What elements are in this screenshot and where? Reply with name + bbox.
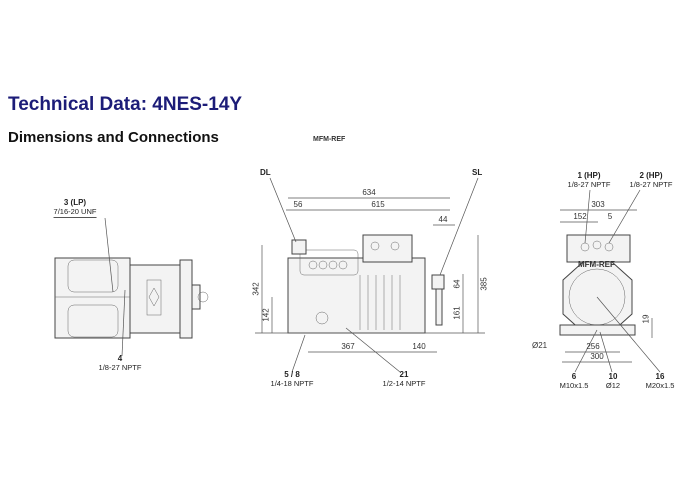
dim-19: 19: [641, 314, 651, 324]
connection-21-spec: 1/2-14 NPTF: [382, 379, 426, 388]
connection-6-spec: M10x1.5: [559, 381, 589, 390]
connection-2-label: 2 (HP)1/8-27 NPTF: [630, 171, 673, 189]
top-view-drawing: [54, 217, 209, 357]
connection-6-id: 6: [571, 372, 577, 381]
dim-152: 152: [573, 212, 587, 221]
connection-1-spec: 1/8-27 NPTF: [567, 180, 611, 189]
dim-140: 140: [412, 342, 426, 351]
connection-10-spec: Ø12: [605, 381, 621, 390]
dim-44: 44: [438, 215, 448, 224]
connection-10-id: 10: [608, 372, 618, 381]
connection-3-spec: 7/16-20 UNF: [53, 207, 97, 218]
dim-303: 303: [591, 200, 605, 209]
connection-1-label: 1 (HP)1/8-27 NPTF: [568, 171, 611, 189]
reference-label: MFM-REF: [313, 136, 346, 143]
dim-5: 5: [607, 212, 613, 221]
dim-64: 64: [452, 279, 462, 289]
connection-5-8-id: 5 / 8: [284, 370, 300, 379]
connection-16-id: 16: [655, 372, 665, 381]
connection-21-id: 21: [399, 370, 409, 379]
dim-diameter-21: Ø21: [532, 341, 548, 350]
connection-4-spec: 1/8-27 NPTF: [98, 363, 142, 372]
connection-5-8-spec: 1/4-18 NPTF: [270, 379, 314, 388]
connection-16-spec: M20x1.5: [645, 381, 675, 390]
connection-1-id: 1 (HP): [577, 171, 601, 180]
dim-634: 634: [362, 188, 376, 197]
dim-342: 342: [251, 282, 261, 296]
dim-615: 615: [371, 200, 385, 209]
dim-256: 256: [586, 342, 600, 351]
dim-142: 142: [261, 308, 271, 322]
end-view-drawing: [559, 189, 661, 373]
connection-2-id: 2 (HP): [639, 171, 663, 180]
connection-3-id: 3 (LP): [63, 198, 87, 207]
dim-367: 367: [341, 342, 355, 351]
dim-56: 56: [293, 200, 303, 209]
watermark: MFM-REF: [578, 260, 615, 269]
dim-161: 161: [452, 306, 462, 320]
connection-3-label: 3 (LP)7/16-20 UNF: [53, 198, 97, 218]
sl-label: SL: [472, 168, 483, 177]
dim-300: 300: [590, 352, 604, 361]
connection-4-id: 4: [117, 354, 123, 363]
side-view-drawing: [255, 177, 485, 373]
connection-2-spec: 1/8-27 NPTF: [629, 180, 673, 189]
page-title: Technical Data: 4NES-14Y: [8, 94, 243, 115]
section-subtitle: Dimensions and Connections: [8, 129, 219, 146]
dim-385: 385: [479, 277, 489, 291]
dl-label: DL: [260, 168, 271, 177]
